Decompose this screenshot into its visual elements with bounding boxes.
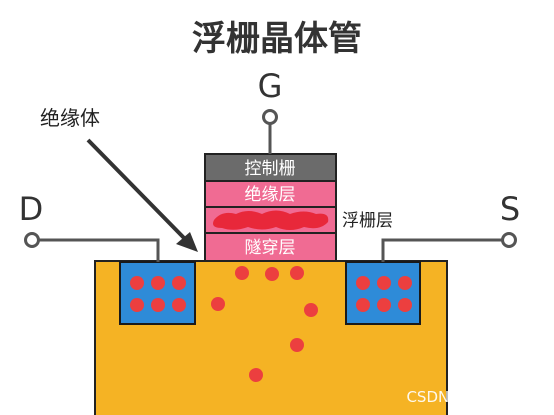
electron	[130, 276, 144, 290]
insulator-arrow-head	[176, 232, 198, 252]
control-gate-layer	[204, 153, 337, 182]
substrate-electrons	[211, 266, 318, 382]
source-well	[345, 261, 421, 325]
watermark: CSDN @一只青木呀	[406, 388, 544, 406]
gate-terminal-label: G	[258, 67, 283, 105]
electron	[172, 298, 186, 312]
insulator-arrow-shaft	[86, 138, 188, 242]
electron	[356, 276, 370, 290]
tunnel-layer	[204, 232, 337, 262]
source-terminal	[501, 232, 517, 248]
source-electrons	[356, 276, 412, 312]
drain-wire	[38, 238, 160, 262]
drain-well	[119, 261, 196, 325]
diagram-title: 浮栅晶体管	[192, 19, 362, 59]
electron	[304, 303, 318, 317]
floating-gate-label: 浮栅层	[342, 211, 393, 231]
electron	[356, 298, 370, 312]
electron	[130, 298, 144, 312]
floating-gate-charge	[213, 210, 329, 230]
insulating-layer-label: 绝缘层	[245, 185, 296, 205]
electron	[398, 276, 412, 290]
electron	[290, 266, 304, 280]
drain-terminal	[24, 232, 40, 248]
control-gate-label: 控制栅	[245, 159, 296, 179]
insulating-layer	[204, 180, 337, 208]
electron	[398, 298, 412, 312]
source-terminal-label: S	[500, 190, 520, 228]
drain-terminal-label: D	[19, 190, 44, 228]
electron	[265, 267, 279, 281]
gate-terminal	[262, 109, 278, 125]
electron	[151, 276, 165, 290]
electron	[211, 297, 225, 311]
electron	[249, 368, 263, 382]
tunnel-layer-label: 隧穿层	[245, 238, 296, 258]
electron	[377, 276, 391, 290]
drain-electrons	[130, 276, 186, 312]
electron	[377, 298, 391, 312]
electron	[172, 276, 186, 290]
electron	[151, 298, 165, 312]
electron	[290, 338, 304, 352]
electron	[235, 266, 249, 280]
source-wire	[381, 238, 503, 262]
insulator-callout-label: 绝缘体	[40, 106, 100, 130]
